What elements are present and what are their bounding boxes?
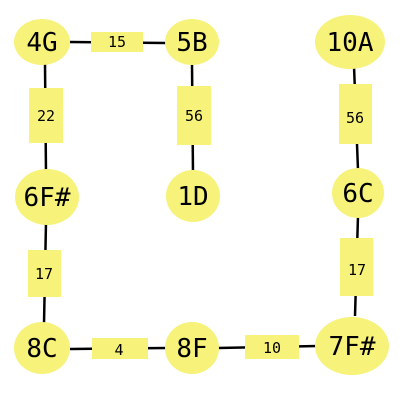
svg-text:15: 15 [108,33,126,51]
node-8f: 8F [165,322,219,374]
edge-weight-5b-1d: 56 [177,86,211,145]
edge-weight-6fs-8c: 17 [28,250,61,297]
svg-text:4: 4 [114,341,123,359]
edge-weight-4g-5b: 15 [91,32,143,52]
svg-text:7F#: 7F# [329,332,376,362]
edge-weight-8f-7fs: 10 [245,335,299,359]
node-1d: 1D [166,170,220,222]
svg-text:4G: 4G [26,28,57,58]
node-6fs: 6F# [15,169,79,225]
svg-text:22: 22 [37,107,55,125]
edge-weight-10a-6c: 56 [339,84,372,144]
svg-text:1D: 1D [177,182,208,212]
node-5b: 5B [165,19,219,65]
svg-text:17: 17 [348,261,366,279]
svg-text:10: 10 [263,339,281,357]
svg-text:5B: 5B [176,28,207,58]
svg-text:6C: 6C [342,179,373,209]
svg-text:8F: 8F [176,334,207,364]
edge-weight-6c-7fs: 17 [340,238,373,296]
edge-weight-8c-8f: 4 [92,338,148,359]
node-4g: 4G [14,19,70,65]
svg-text:17: 17 [35,265,53,283]
node-8c: 8C [14,322,70,374]
node-7fs: 7F# [315,317,389,375]
edge-weight-4g-6fs: 22 [29,88,63,143]
svg-text:56: 56 [346,109,364,127]
svg-text:10A: 10A [327,28,374,58]
svg-text:8C: 8C [26,334,57,364]
svg-text:6F#: 6F# [24,183,71,213]
node-10a: 10A [315,15,385,69]
node-6c: 6C [332,168,384,218]
svg-text:56: 56 [185,107,203,125]
